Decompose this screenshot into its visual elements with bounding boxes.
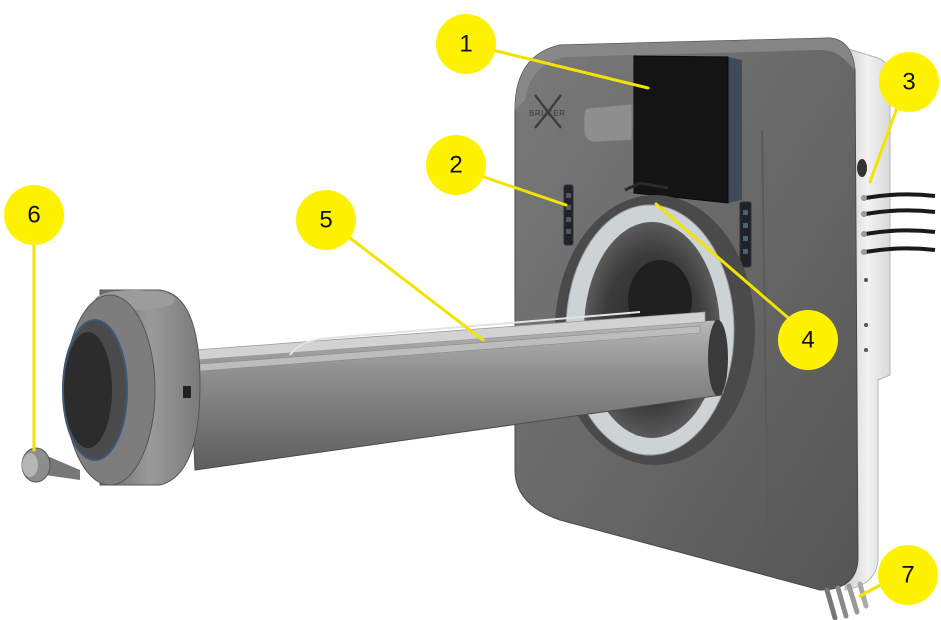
cable-plug — [861, 211, 867, 217]
callout-1: 1 — [436, 14, 496, 74]
callout-2: 2 — [426, 135, 486, 195]
callout-5: 5 — [296, 190, 356, 250]
callout-label: 4 — [801, 327, 814, 354]
callout-label: 2 — [449, 152, 462, 179]
leader-line-1 — [482, 46, 650, 90]
control-button — [566, 205, 571, 210]
foot — [824, 587, 838, 620]
cable — [864, 208, 936, 216]
cable — [864, 192, 936, 200]
control-button — [743, 223, 748, 228]
knob-face — [22, 453, 38, 477]
bed-tip — [708, 320, 728, 396]
callout-circle — [426, 135, 486, 195]
animal-bed — [189, 311, 728, 471]
leader-line-4 — [654, 202, 795, 324]
side-screw — [864, 323, 868, 327]
callout-3: 3 — [879, 52, 939, 112]
callout-circle — [878, 545, 938, 605]
callout-circle — [4, 185, 64, 245]
bruker-logo: BRUKER — [529, 94, 565, 129]
control-panel-left — [563, 184, 574, 246]
control-panel-right — [739, 201, 752, 268]
holder-latch — [183, 386, 191, 398]
leader-line-3 — [868, 106, 899, 184]
callout-circle — [778, 310, 838, 370]
scanner-feet — [824, 581, 869, 620]
leader-lines — [32, 46, 899, 598]
callout-label: 1 — [459, 31, 472, 58]
foot — [846, 583, 860, 615]
bruker-logo-text: BRUKER — [529, 109, 565, 118]
cable-plug — [861, 231, 867, 237]
cable-plug — [861, 195, 867, 201]
foot — [835, 585, 849, 619]
side-screw — [864, 278, 868, 282]
housing-slot — [583, 103, 633, 143]
display-panel — [633, 55, 729, 204]
side-screw — [864, 348, 868, 352]
cable — [864, 246, 936, 254]
control-button — [743, 210, 748, 215]
housing-groove — [761, 129, 769, 541]
bore-top-detail — [624, 181, 669, 192]
adjustment-knob — [21, 447, 80, 483]
control-button — [566, 229, 571, 234]
callout-label: 3 — [902, 69, 915, 96]
control-button — [743, 249, 748, 254]
callout-6: 6 — [4, 185, 64, 245]
leader-line-2 — [476, 173, 568, 207]
bruker-logo-mark — [534, 94, 562, 129]
bed-tube — [289, 311, 641, 356]
control-button — [566, 193, 571, 198]
cable — [864, 228, 936, 236]
cable-plug — [861, 249, 867, 255]
callout-4: 4 — [778, 310, 838, 370]
callout-label: 5 — [319, 207, 332, 234]
side-port — [857, 159, 867, 177]
callout-circle — [879, 52, 939, 112]
leader-line-5 — [348, 236, 485, 342]
callout-label: 6 — [27, 202, 40, 229]
display-screen — [633, 55, 742, 204]
callout-7: 7 — [878, 545, 938, 605]
holder-inner — [64, 332, 112, 448]
control-button — [743, 236, 748, 241]
control-strip-right — [739, 201, 752, 268]
callout-label: 7 — [901, 562, 914, 589]
knob-shaft — [45, 455, 80, 480]
callout-badges: 1 2 3 4 5 6 7 — [4, 14, 939, 605]
control-button — [566, 217, 571, 222]
bed-holder — [62, 289, 201, 486]
top-bevel — [515, 38, 855, 110]
side-connectors — [857, 159, 936, 352]
callout-circle — [296, 190, 356, 250]
callout-circle — [436, 14, 496, 74]
display-edge — [728, 57, 742, 203]
